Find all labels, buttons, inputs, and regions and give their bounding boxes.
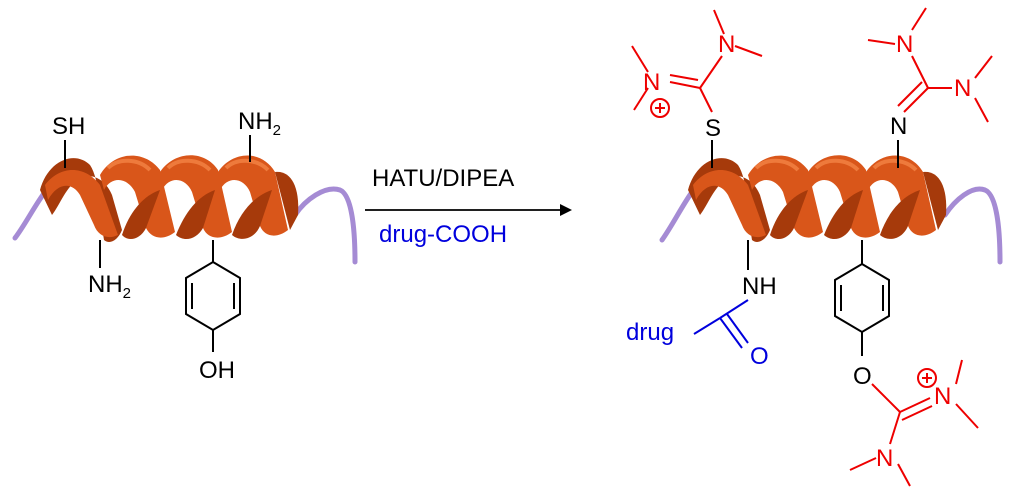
n-guanidine-group: [867, 7, 993, 123]
right-helix: [688, 155, 947, 242]
s-guan-n-left-label: N: [643, 69, 660, 96]
right-coil-start: [659, 189, 695, 243]
left-phenol-ring: [185, 240, 241, 352]
left-peptide: SH NH2 NH2 OH: [12, 108, 358, 384]
reagent-label: HATU/DIPEA: [372, 165, 514, 192]
right-peptide: S N N N N N: [626, 7, 1003, 487]
right-phenol-ring: [834, 240, 890, 356]
drug-label: drug: [626, 319, 674, 346]
o-uron-n-top-label: N: [934, 383, 951, 410]
left-helix: [40, 155, 299, 242]
left-coil-start: [12, 189, 48, 241]
o-uron-n-bottom-label: N: [876, 445, 893, 472]
left-coil-end: [292, 186, 358, 265]
reaction-arrow: HATU/DIPEA drug-COOH: [365, 165, 572, 248]
s-guanidinium-group: [631, 9, 763, 118]
o-uronium-group: [849, 359, 979, 487]
n-guan-n-right-label: N: [954, 75, 971, 102]
carbonyl-o-label: O: [750, 343, 769, 370]
reactant-label: drug-COOH: [379, 221, 507, 248]
left-thiol-label: SH: [52, 113, 85, 140]
n-guan-n-top-label: N: [896, 31, 913, 58]
right-coil-end: [942, 186, 1003, 265]
right-sulfur-label: S: [705, 115, 721, 142]
left-amine-top-label: NH2: [238, 108, 281, 139]
left-amine-bottom-label: NH2: [88, 271, 131, 302]
drug-amide-group: [693, 299, 749, 349]
right-phenol-o-label: O: [853, 363, 872, 390]
right-imine-n-label: N: [890, 113, 907, 140]
left-phenol-label: OH: [199, 357, 235, 384]
s-guan-n-top-label: N: [718, 31, 735, 58]
right-amide-nh-label: NH: [742, 273, 777, 300]
